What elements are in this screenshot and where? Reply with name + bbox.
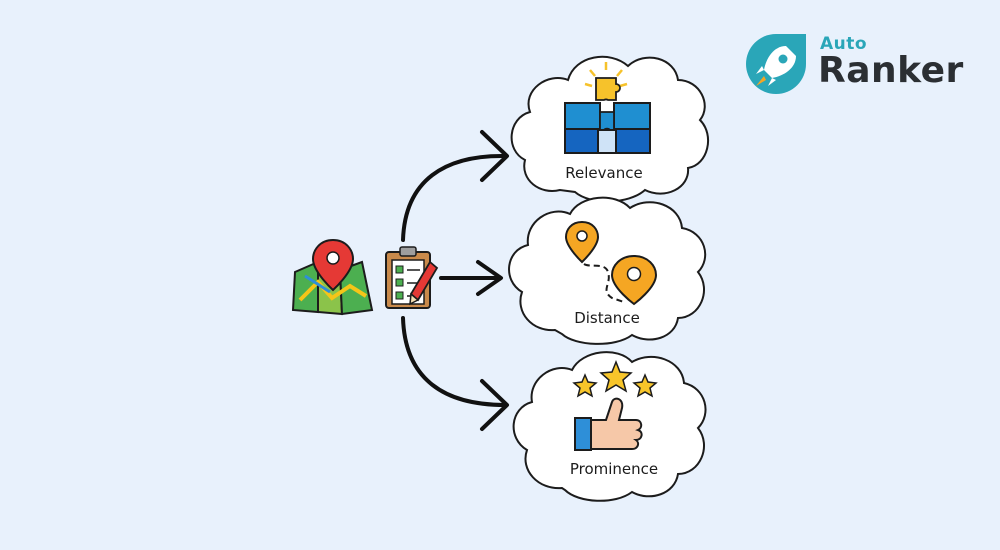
thumbs-up-stars-icon xyxy=(572,359,658,451)
arrow-to-distance xyxy=(439,260,503,296)
route-pins-icon xyxy=(564,220,658,306)
arrow-to-relevance xyxy=(401,130,509,242)
factor-label-distance: Distance xyxy=(574,309,640,327)
brand-name-large: Ranker xyxy=(818,50,964,91)
brand-name-small: Auto xyxy=(820,34,868,54)
factor-label-prominence: Prominence xyxy=(570,460,658,478)
rocket-logo-icon xyxy=(746,34,806,94)
puzzle-icon xyxy=(564,62,651,154)
arrow-to-prominence xyxy=(401,316,509,431)
factor-label-relevance: Relevance xyxy=(565,164,642,182)
location-pin-icon xyxy=(311,238,355,292)
brand-logo: Auto Ranker xyxy=(742,30,982,100)
pencil-icon xyxy=(409,260,439,306)
